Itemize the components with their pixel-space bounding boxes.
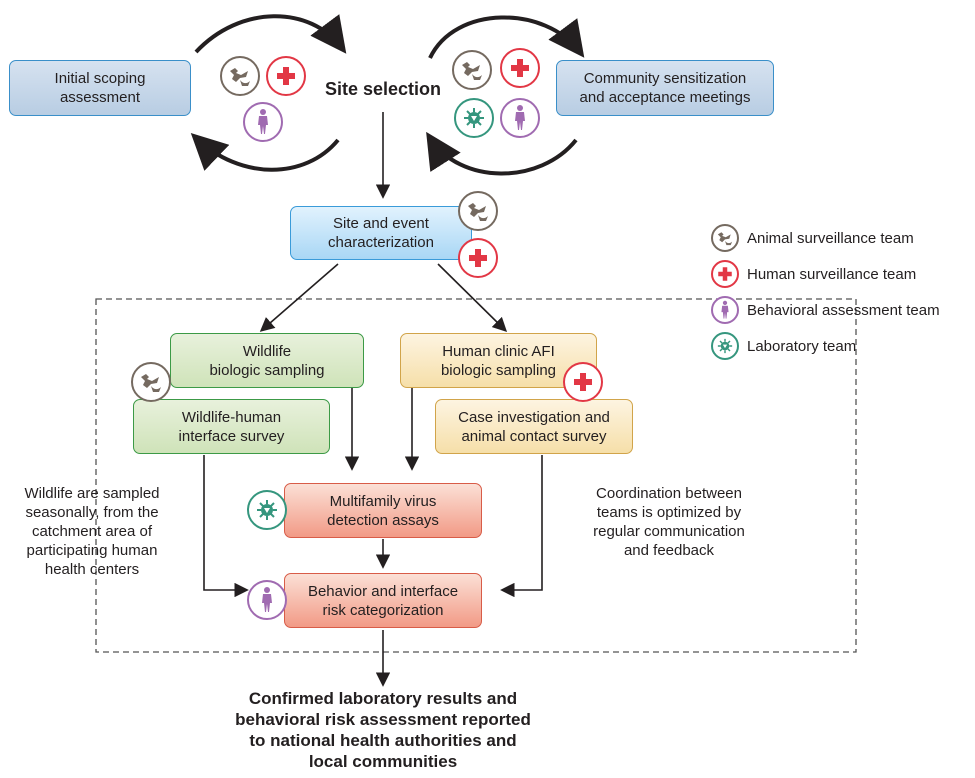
arrow-characterization-to-human bbox=[437, 263, 508, 333]
cycle-arrow-left-top bbox=[194, 14, 347, 54]
human-surveillance-icon bbox=[711, 260, 739, 288]
human-surveillance-icon bbox=[563, 362, 603, 402]
behavior-risk-box: Behavior and interface risk categorizati… bbox=[284, 573, 482, 628]
legend-item-animal: Animal surveillance team bbox=[711, 223, 914, 253]
animal-surveillance-icon bbox=[711, 224, 739, 252]
laboratory-icon bbox=[454, 98, 494, 138]
initial-scoping-box: Initial scoping assessment bbox=[9, 60, 191, 116]
legend-label: Laboratory team bbox=[747, 337, 857, 355]
laboratory-icon bbox=[711, 332, 739, 360]
behavioral-assessment-icon bbox=[711, 296, 739, 324]
arrow-case-to-behavior bbox=[500, 455, 543, 598]
team-coordination-frame bbox=[95, 298, 857, 653]
legend-label: Animal surveillance team bbox=[747, 229, 914, 247]
cycle-arrow-right-bottom bbox=[426, 131, 578, 176]
human-surveillance-icon bbox=[458, 238, 498, 278]
wildlife-sampling-box: Wildlife biologic sampling bbox=[170, 333, 364, 388]
site-characterization-box: Site and event characterization bbox=[290, 206, 472, 260]
wildlife-sampling-note: Wildlife are sampled seasonally, from th… bbox=[24, 485, 160, 578]
behavioral-assessment-icon bbox=[247, 580, 287, 620]
cycle-arrow-left-bottom bbox=[190, 133, 340, 172]
behavioral-assessment-icon bbox=[243, 102, 283, 142]
case-investigation-box: Case investigation and animal contact su… bbox=[435, 399, 633, 454]
legend-label: Human surveillance team bbox=[747, 265, 917, 283]
wildlife-survey-box: Wildlife-human interface survey bbox=[133, 399, 330, 454]
legend-label: Behavioral assessment team bbox=[747, 301, 940, 319]
arrow-survey-to-behavior bbox=[203, 455, 249, 598]
cycle-arrow-right-top bbox=[428, 15, 585, 59]
virus-detection-box: Multifamily virus detection assays bbox=[284, 483, 482, 538]
site-selection-label: Site selection bbox=[324, 79, 442, 99]
animal-surveillance-icon bbox=[220, 56, 260, 96]
animal-surveillance-icon bbox=[452, 50, 492, 90]
coordination-note: Coordination between teams is optimized … bbox=[593, 485, 745, 559]
human-surveillance-icon bbox=[500, 48, 540, 88]
arrow-characterization-to-wildlife bbox=[259, 263, 339, 332]
animal-surveillance-icon bbox=[458, 191, 498, 231]
behavioral-assessment-icon bbox=[500, 98, 540, 138]
legend-item-human: Human surveillance team bbox=[711, 259, 916, 289]
human-surveillance-icon bbox=[266, 56, 306, 96]
community-meetings-box: Community sensitization and acceptance m… bbox=[556, 60, 774, 116]
final-outcome-text: Confirmed laboratory results and behavio… bbox=[235, 689, 531, 771]
laboratory-icon bbox=[247, 490, 287, 530]
legend-item-behavioral: Behavioral assessment team bbox=[711, 295, 940, 325]
legend-item-laboratory: Laboratory team bbox=[711, 331, 856, 361]
animal-surveillance-icon bbox=[131, 362, 171, 402]
